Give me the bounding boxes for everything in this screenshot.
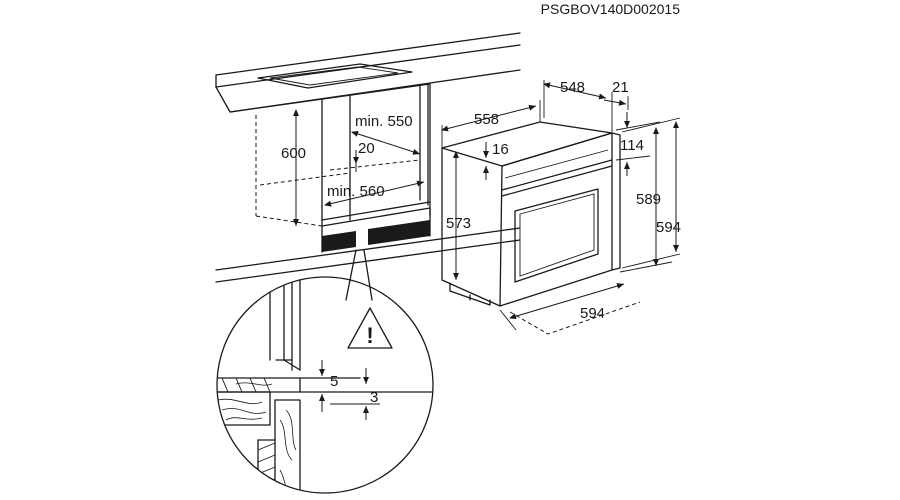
- dim-594v-label: 594: [656, 219, 681, 236]
- dim-114-label: 114: [620, 137, 644, 154]
- detail-magnifier: 5 3: [216, 276, 434, 494]
- dim-573-label: 573: [446, 215, 471, 232]
- dim-600-label: 600: [281, 145, 306, 162]
- oven: 558 548 21 16 114 589 594 573: [441, 79, 681, 335]
- dim-548-label: 548: [560, 79, 585, 96]
- vent-strip-left: [322, 231, 356, 252]
- dim-5-label: 5: [330, 373, 338, 390]
- dim-548-arrow: [543, 82, 607, 100]
- dim-560-label: min. 560: [327, 183, 385, 200]
- dim-550-label: min. 550: [355, 113, 413, 130]
- detail-leader: [345, 249, 373, 301]
- reference-code: PSGBOV140D002015: [541, 1, 681, 17]
- dim-20-label: 20: [358, 140, 375, 157]
- dim-594h-label: 594: [580, 305, 605, 322]
- oven-door-window: [514, 188, 599, 283]
- dim-21-arrow: [603, 99, 627, 106]
- vent-strip-right: [368, 220, 430, 245]
- cabinet-niche: 600 min. 550 20 min. 560: [215, 32, 521, 283]
- dim-558-label: 558: [474, 111, 499, 128]
- warning-mark: !: [366, 323, 373, 348]
- dim-3-label: 3: [370, 389, 378, 406]
- dim-560-arrow: [324, 180, 425, 207]
- dim-558-arrow: [441, 104, 537, 132]
- dim-594h-arrow: [509, 283, 625, 320]
- dim-589-label: 589: [636, 191, 661, 208]
- dim-16-label: 16: [492, 141, 509, 158]
- warning-icon: !: [347, 307, 393, 349]
- dim-550-arrow: [351, 130, 421, 155]
- dim-21-label: 21: [612, 79, 629, 96]
- hob-outline: [257, 63, 413, 89]
